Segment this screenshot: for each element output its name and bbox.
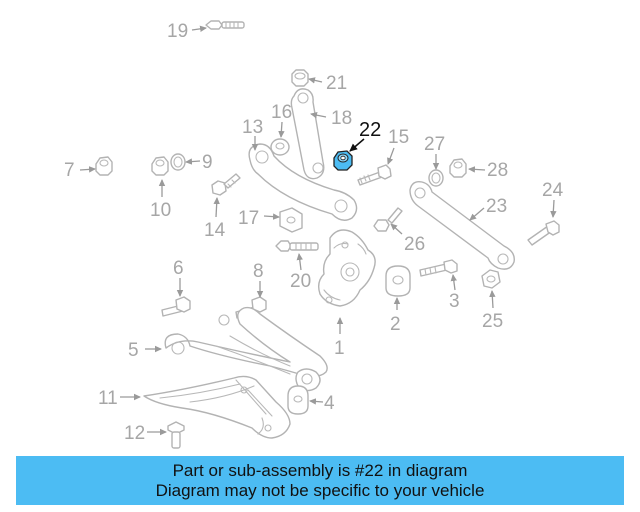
part-25-bushing [481, 269, 501, 289]
part-27-ring [428, 169, 444, 187]
part-4-bushing [287, 385, 309, 415]
callout-5: 5 [128, 340, 139, 361]
callout-6: 6 [173, 258, 184, 279]
banner-line-1: Part or sub-assembly is #22 in diagram [172, 461, 468, 480]
part-13-control-arm [248, 143, 358, 221]
callout-18: 18 [331, 108, 352, 129]
part-17-mount [279, 207, 303, 233]
callout-23: 23 [486, 196, 507, 217]
info-banner: Part or sub-assembly is #22 in diagram D… [16, 456, 624, 505]
part-22-nut-highlighted [333, 150, 353, 171]
part-7-nut [95, 156, 113, 176]
part-26-bolt [373, 207, 403, 232]
callout-16: 16 [271, 102, 292, 123]
callout-28: 28 [487, 160, 508, 181]
callout-25: 25 [482, 311, 503, 332]
part-20-bolt [275, 240, 319, 252]
callout-14: 14 [204, 220, 226, 241]
part-19-bolt [205, 20, 245, 30]
part-11-shield [143, 375, 291, 439]
callout-11: 11 [98, 388, 118, 409]
part-2-bushing [385, 265, 411, 297]
part-24-bolt [527, 220, 560, 246]
callout-26: 26 [404, 234, 425, 255]
callout-labels: 19 21 16 18 13 22 15 27 7 9 28 10 14 24 … [64, 21, 564, 444]
part-16-bushing [270, 138, 290, 156]
part-18-link [290, 88, 325, 180]
callout-2: 2 [390, 314, 401, 335]
callout-21: 21 [326, 73, 347, 94]
part-15-bolt [357, 164, 392, 186]
callout-24: 24 [542, 180, 564, 201]
callout-13: 13 [242, 117, 263, 138]
callout-27: 27 [424, 134, 445, 155]
part-5-wishbone [164, 306, 328, 392]
callout-9: 9 [202, 152, 213, 173]
part-6-bolt [161, 296, 191, 317]
part-9-washer [170, 153, 186, 171]
callout-7: 7 [64, 160, 75, 181]
part-10-nut [151, 156, 169, 176]
part-23-link-arm [409, 180, 515, 270]
callout-12: 12 [124, 423, 145, 444]
part-1-wheel-carrier [317, 229, 376, 307]
callout-22-highlighted: 22 [359, 119, 381, 141]
part-3-bolt [419, 259, 458, 277]
banner-line-2: Diagram may not be specific to your vehi… [155, 481, 485, 500]
part-14-bolt [211, 173, 241, 196]
part-28-nut [449, 158, 467, 178]
callout-20: 20 [290, 271, 311, 292]
callout-8: 8 [253, 261, 264, 282]
leader-22 [349, 138, 365, 152]
callout-19: 19 [167, 21, 188, 42]
callout-10: 10 [150, 200, 171, 221]
part-12-clip [167, 421, 185, 449]
leader-lines [79, 25, 557, 436]
callout-4: 4 [324, 393, 335, 414]
callout-1: 1 [334, 338, 345, 359]
part-21-nut [291, 69, 309, 87]
callout-17: 17 [238, 208, 259, 229]
callout-3: 3 [449, 291, 460, 312]
callout-15: 15 [388, 127, 409, 148]
